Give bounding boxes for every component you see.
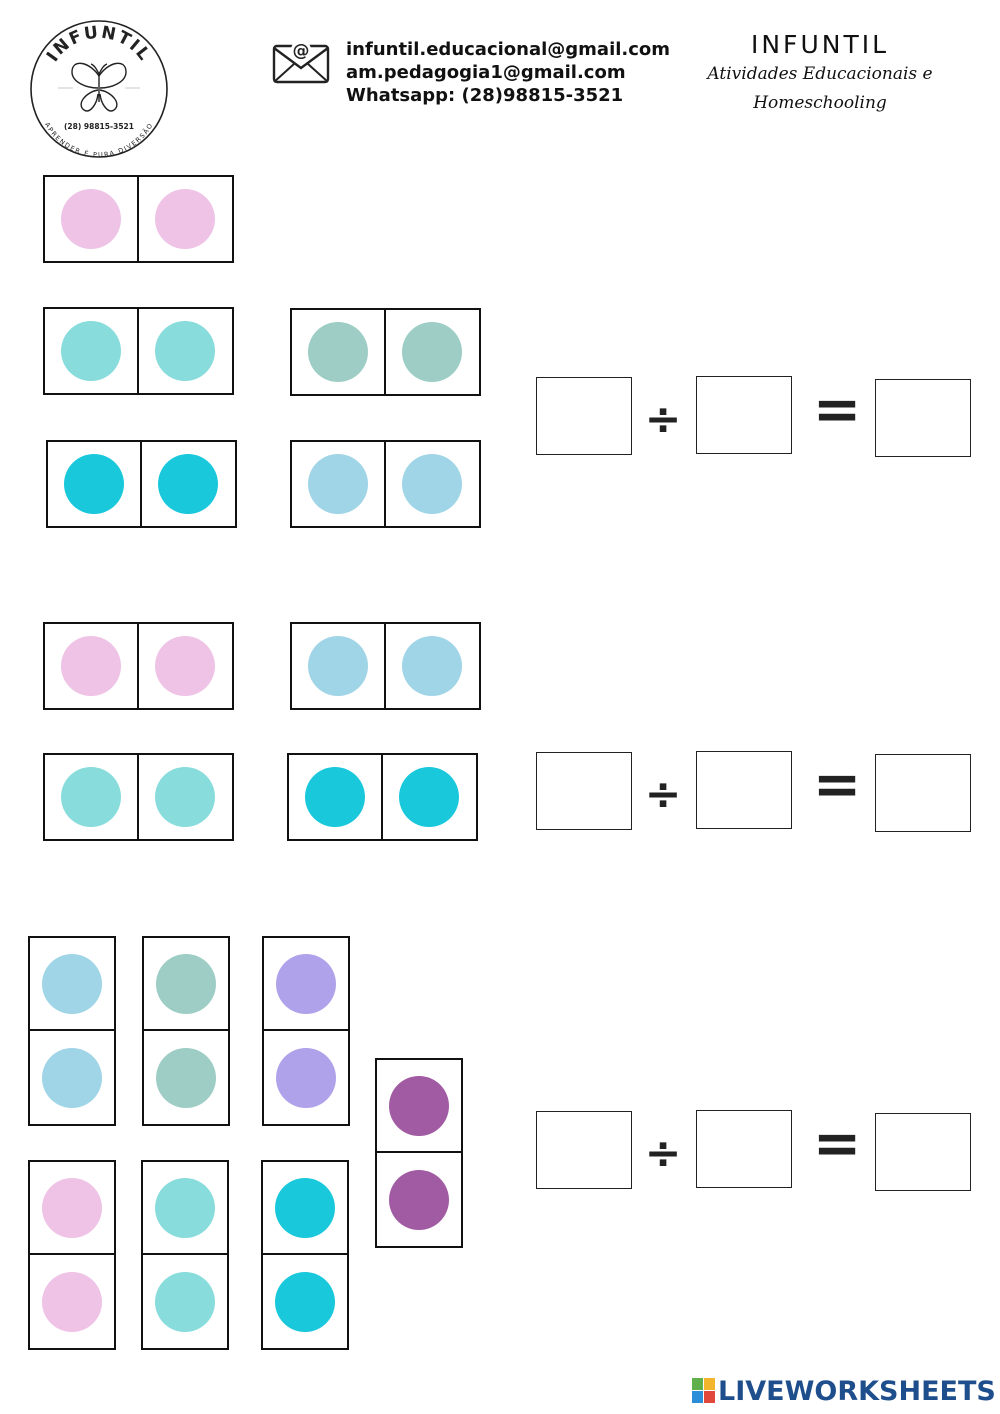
domino-dot: [60, 636, 121, 696]
exercise-1-quotient-box[interactable]: [875, 379, 971, 457]
domino-dot: [399, 767, 460, 827]
domino-dot: [60, 321, 121, 381]
exercise-1-domino-sage: [290, 308, 481, 396]
liveworksheets-logo: LIVEWORKSHEETS: [692, 1374, 996, 1408]
domino-dot: [275, 1177, 335, 1238]
domino-dot: [42, 953, 102, 1014]
exercise-2-domino-pink: [43, 622, 234, 710]
exercise-1-domino-teal: [43, 307, 234, 395]
domino-dot: [276, 953, 336, 1014]
butterfly-icon: [71, 62, 127, 112]
domino-dot: [307, 322, 368, 382]
exercise-2-domino-cyan: [287, 753, 478, 841]
exercise-1-equals-sign: =: [812, 375, 862, 443]
domino-dot: [155, 1177, 215, 1238]
domino-dot: [307, 454, 368, 514]
svg-text:@: @: [293, 41, 310, 61]
contact-email-1: infuntil.educacional@gmail.com: [346, 39, 671, 60]
exercise-3-domino-pink: [28, 1160, 116, 1350]
exercise-1-domino-lightblue: [290, 440, 481, 528]
contact-email-2: am.pedagogia1@gmail.com: [346, 62, 626, 83]
domino-dot: [156, 1047, 216, 1108]
logo-title: INFUNTIL: [43, 23, 153, 66]
exercise-3-divisor-box[interactable]: [696, 1110, 792, 1188]
domino-dot: [155, 189, 216, 249]
exercise-1-domino-cyan: [46, 440, 237, 528]
liveworksheets-text: LIVEWORKSHEETS: [718, 1375, 996, 1407]
exercise-3-domino-teal: [141, 1160, 229, 1350]
exercise-2-domino-teal: [43, 753, 234, 841]
domino-dot: [63, 454, 124, 514]
domino-dot: [156, 953, 216, 1014]
exercise-2-divisor-box[interactable]: [696, 751, 792, 829]
exercise-3-equals-sign: =: [812, 1109, 862, 1177]
domino-dot: [304, 767, 365, 827]
exercise-2-divide-sign: ÷: [644, 769, 682, 820]
exercise-3-domino-lightblue: [28, 936, 116, 1126]
brand-subtitle-2: Homeschooling: [753, 93, 887, 113]
brand-subtitle-1: Atividades Educacionais e: [707, 64, 933, 84]
domino-dot: [60, 189, 121, 249]
logo-phone: (28) 98815-3521: [64, 122, 134, 131]
exercise-3-domino-purple: [375, 1058, 463, 1248]
exercise-3-domino-sage: [142, 936, 230, 1126]
contact-whatsapp: Whatsapp: (28)98815-3521: [346, 85, 624, 106]
svg-text:INFUNTIL: INFUNTIL: [43, 23, 155, 66]
contact-info: infuntil.educacional@gmail.com am.pedago…: [346, 38, 670, 107]
domino-dot: [307, 636, 368, 696]
brand-block: INFUNTIL Atividades Educacionais e Homes…: [690, 30, 950, 117]
exercise-3-domino-cyan: [261, 1160, 349, 1350]
example-domino: [43, 175, 234, 263]
domino-dot: [158, 454, 219, 514]
exercise-2-dividend-box[interactable]: [536, 752, 632, 830]
exercise-3-quotient-box[interactable]: [875, 1113, 971, 1191]
domino-dot: [402, 636, 463, 696]
domino-dot: [42, 1047, 102, 1108]
exercise-1-divisor-box[interactable]: [696, 376, 792, 454]
domino-dot: [42, 1177, 102, 1238]
exercise-3-domino-lavender: [262, 936, 350, 1126]
domino-dot: [155, 321, 216, 381]
domino-dot: [275, 1271, 335, 1332]
exercise-2-domino-lightblue: [290, 622, 481, 710]
domino-dot: [389, 1075, 449, 1136]
exercise-3-divide-sign: ÷: [644, 1128, 682, 1179]
exercise-3-dividend-box[interactable]: [536, 1111, 632, 1189]
domino-dot: [155, 1271, 215, 1332]
email-icon: @: [272, 40, 330, 84]
exercise-1-dividend-box[interactable]: [536, 377, 632, 455]
liveworksheets-mark-icon: [692, 1378, 715, 1403]
domino-dot: [155, 636, 216, 696]
exercise-2-quotient-box[interactable]: [875, 754, 971, 832]
domino-dot: [42, 1271, 102, 1332]
domino-dot: [389, 1169, 449, 1230]
infuntil-logo: INFUNTIL APRENDER É PURA DIVERSÃO (28) 9…: [30, 20, 168, 159]
domino-dot: [402, 454, 463, 514]
brand-name: INFUNTIL: [750, 30, 890, 59]
domino-dot: [276, 1047, 336, 1108]
domino-dot: [402, 322, 463, 382]
domino-dot: [155, 767, 216, 827]
exercise-1-divide-sign: ÷: [644, 394, 682, 445]
exercise-2-equals-sign: =: [812, 750, 862, 818]
domino-dot: [60, 767, 121, 827]
